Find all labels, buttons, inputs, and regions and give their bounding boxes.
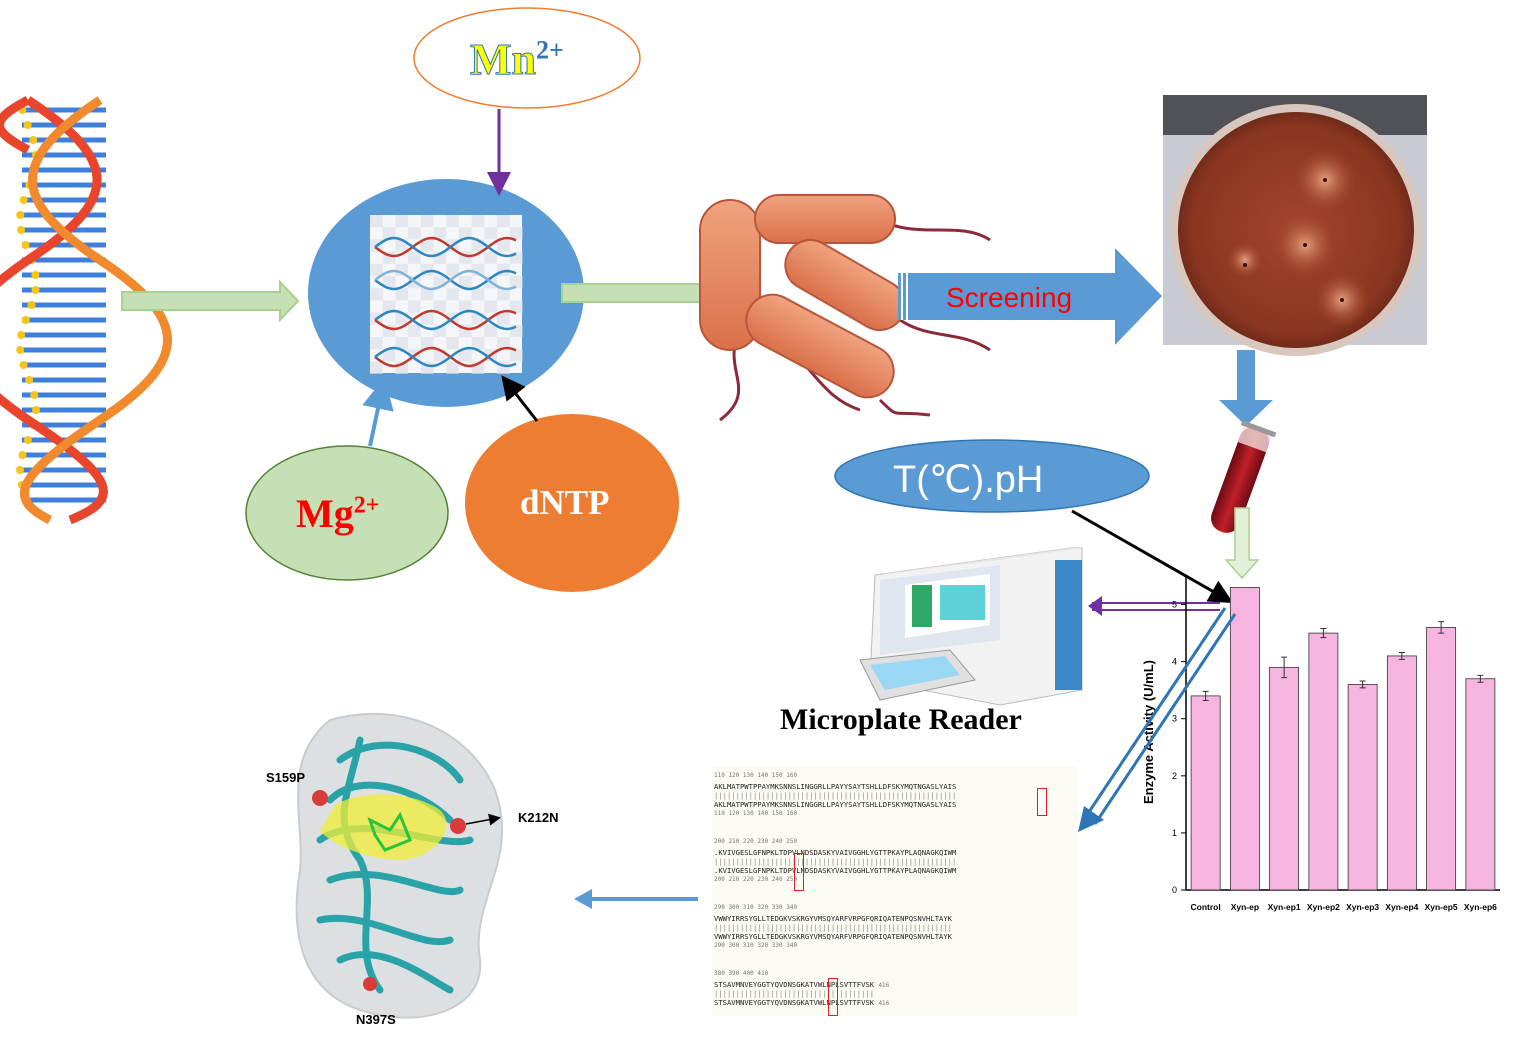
mutation-label-k212n: K212N (518, 810, 559, 825)
y-tick-label: 5 (1172, 600, 1177, 610)
dntp-circle (465, 414, 679, 592)
alignment-sequence: .KVIVGESLGFNPKLTDPVLNDSDASKYVAIVGGHLYGTT… (714, 848, 957, 857)
mg-superscript: 2+ (353, 492, 380, 519)
protein-structure-illustration (295, 712, 504, 1019)
y-tick-label: 0 (1172, 885, 1177, 895)
dna-strand-red (0, 96, 108, 525)
alignment-sequence: STSAVMNVEYGGTYQVDNSGKATVWLNPLSVTTFVSK 41… (714, 980, 890, 989)
x-tick-label: Xyn-ep (1231, 902, 1259, 912)
bar (1347, 684, 1378, 891)
mutation-highlight-box (828, 978, 838, 1016)
x-tick-label: Xyn-ep5 (1425, 902, 1458, 912)
microplate-reader-illustration (859, 547, 1083, 706)
dna-helix-illustration (0, 96, 172, 525)
alignment-numbers: 290 300 310 320 330 340 (714, 942, 798, 949)
y-axis-label: Enzyme Activity (U/mL) (1141, 660, 1156, 804)
mutation-label-s159p: S159P (266, 770, 306, 785)
bar (1229, 587, 1260, 891)
bar (1308, 632, 1339, 891)
mg-ion-label: Mg2+ (296, 490, 379, 537)
x-tick-label: Xyn-ep1 (1268, 902, 1301, 912)
dna-strand-orange (20, 96, 172, 525)
microplate-reader-label: Microplate Reader (780, 703, 1022, 736)
error-bar (1398, 652, 1405, 660)
mg-ion-ellipse (245, 445, 449, 581)
error-bar (1438, 621, 1445, 634)
error-bar (1359, 680, 1366, 689)
screening-label: Screening (946, 282, 1073, 313)
mn-ion-ellipse (413, 7, 641, 109)
alignment-numbers: 290 300 310 320 330 340 (714, 904, 798, 911)
dntp-label: dNTP (520, 483, 610, 522)
arrow-conditions-to-assay (1071, 509, 1234, 603)
mn-superscript: 2+ (536, 35, 564, 65)
mn-ion-label: Mn2+ (470, 34, 564, 85)
alignment-sequence: .KVIVGESLGFNPKLTDPVLNDSDASKYVAIVGGHLYGTT… (714, 866, 957, 875)
alignment-sequence: AKLMATPWTPPAYMKSNNSLINGGRLLPAYYSAYTSHLLD… (714, 800, 957, 809)
alignment-numbers: 110 120 130 140 150 160 (714, 772, 798, 779)
mg-label-text: Mg (296, 491, 354, 536)
bar (1465, 678, 1496, 891)
bar (1386, 655, 1417, 891)
alignment-numbers: 380 390 400 410 (714, 970, 769, 977)
bacteria-illustration (699, 194, 991, 422)
arrow-chart-to-alignment (1083, 607, 1227, 819)
arrow-mg-to-pcr (362, 377, 394, 447)
arrow-petri-to-tube (1219, 350, 1273, 426)
alignment-sequence: AKLMATPWTPPAYMKSNNSLINGGRLLPAYYSAYTSHLLD… (714, 782, 957, 791)
screening-arrow (898, 248, 1162, 345)
error-bar (1202, 690, 1209, 701)
alignment-sequence: STSAVMNVEYGGTYQVDNSGKATVWLNPLSVTTFVSK 41… (714, 998, 890, 1007)
error-bar (1477, 674, 1484, 683)
temperature-ph-ellipse (834, 439, 1150, 513)
x-tick-label: Xyn-ep3 (1346, 902, 1379, 912)
x-tick-label: Xyn-ep6 (1464, 902, 1497, 912)
alignment-sequence: VWWYIRRSYGLLTEDGKVSKRGYVMSQYARFVRPGFQRIQ… (714, 932, 952, 941)
y-tick-label: 2 (1172, 771, 1177, 781)
alignment-numbers: 110 120 130 140 150 160 (714, 810, 798, 817)
error-bar (1281, 656, 1288, 679)
arrow-tube-to-chart (1224, 507, 1260, 580)
arrow-dna-to-pcr (121, 279, 300, 323)
y-tick-label: 4 (1172, 657, 1177, 667)
connector-pcr-to-bacteria (561, 283, 713, 303)
alignment-sequence: VWWYIRRSYGLLTEDGKVSKRGYVMSQYARFVRPGFQRIQ… (714, 914, 952, 923)
error-bar (1320, 628, 1327, 639)
bar (1190, 695, 1221, 891)
y-tick-label: 3 (1172, 714, 1177, 724)
bar (1269, 666, 1300, 891)
alignment-numbers: 200 210 220 230 240 250 (714, 838, 798, 845)
bar (1426, 626, 1457, 891)
petri-dish-photo (1163, 95, 1427, 356)
arrow-dntp-to-pcr (501, 375, 539, 422)
x-tick-label: Xyn-ep4 (1385, 902, 1418, 912)
y-tick-label: 1 (1172, 828, 1177, 838)
mutation-highlight-box (1037, 788, 1047, 816)
pcr-dna-strands-panel (370, 215, 523, 374)
temperature-ph-label: T(℃).pH (893, 459, 1044, 501)
test-tube-illustration (1211, 420, 1277, 533)
x-tick-label: Xyn-ep2 (1307, 902, 1340, 912)
sequence-alignment-panel: 110 120 130 140 150 160 AKLMATPWTPPAYMKS… (712, 766, 1078, 1016)
dna-strand-lines (374, 236, 517, 368)
mn-label-text: Mn (470, 35, 537, 85)
x-tick-label: Control (1191, 902, 1221, 912)
mutation-label-n397s: N397S (356, 1012, 396, 1027)
mutation-highlight-box (794, 853, 804, 891)
alignment-numbers: 200 210 220 230 240 250 (714, 876, 798, 883)
